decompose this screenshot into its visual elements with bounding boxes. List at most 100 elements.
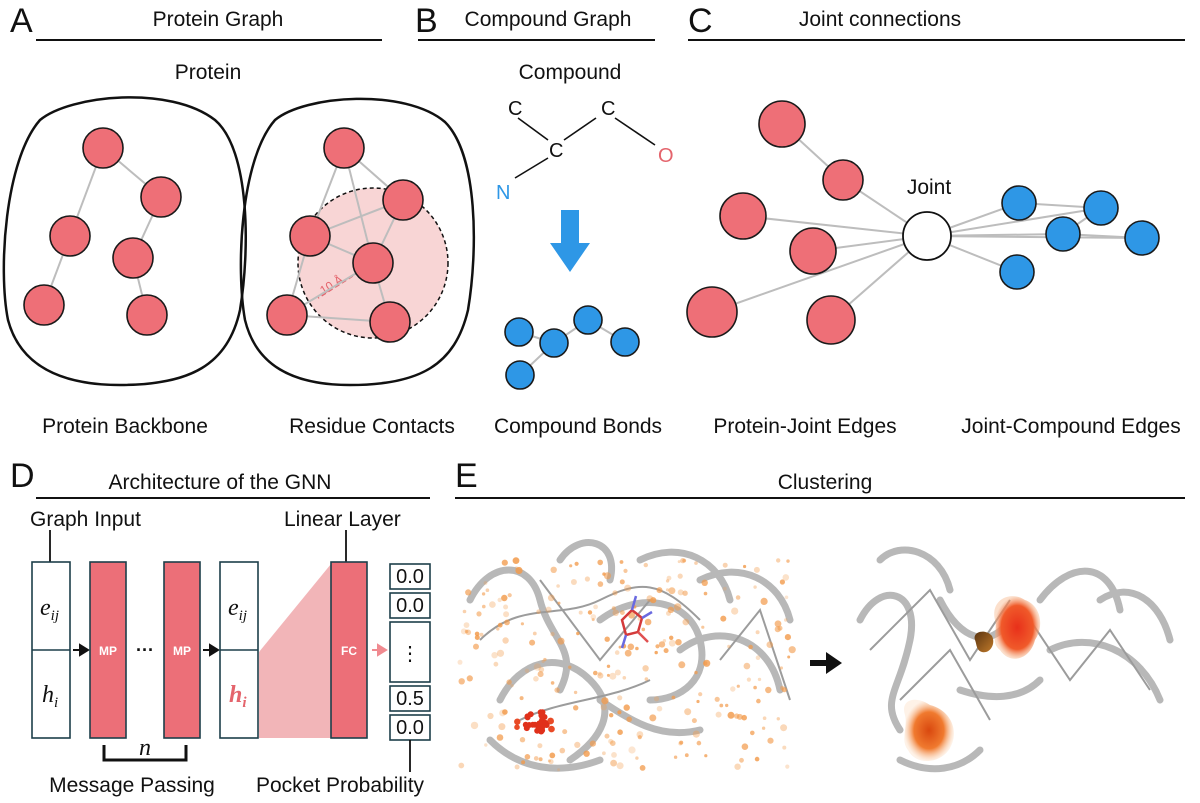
probability-dot [501,559,508,566]
probability-dot [612,609,619,616]
probability-dot [753,585,757,589]
joint-compound-nodes [999,185,1160,290]
probability-dot [550,681,555,685]
probability-dot [684,708,692,716]
panel-d-letter: D [10,457,35,495]
residue-node [126,294,168,336]
residue-node [369,301,411,343]
output-value: 0.5 [396,688,424,710]
probability-dot [779,579,786,585]
probability-dot [750,730,755,736]
mp-block-first [89,561,127,739]
probability-dot [624,584,632,592]
atom-n: N [496,182,510,204]
probability-dot [655,644,660,649]
probability-dot [767,737,774,744]
probability-dot [788,646,796,654]
probability-dot [677,573,683,579]
probability-dot [614,650,620,655]
atom-node [999,254,1035,290]
probability-dot [543,657,547,662]
probability-dot [503,604,509,610]
probability-dot [545,606,552,613]
probability-dot [519,696,524,701]
probability-dot [627,643,635,651]
probability-dot [541,659,545,664]
input-node-feature: hi [42,682,58,711]
probability-dot [739,757,744,763]
probability-dot [573,690,578,695]
probability-dot [512,557,520,564]
probability-dot [735,595,741,600]
probability-dot [538,757,543,762]
probability-dot [694,561,698,565]
probability-dot [743,564,747,569]
pocket-probability-dots [457,557,796,772]
probability-dot [671,695,676,700]
probability-dot [533,663,542,671]
probability-dot [635,756,639,760]
atom-node [1045,216,1081,252]
residue-node [719,192,767,240]
panel-c-letter: C [688,2,713,40]
probability-dot [457,659,463,665]
probability-dot [765,686,772,694]
arrow-icon [372,643,388,657]
probability-dot [677,589,684,596]
probability-dot [590,614,597,620]
probability-dot [644,618,652,626]
residue-node [289,215,331,257]
probability-dot [755,630,760,635]
probability-dot [554,687,560,693]
pocket-cluster-lower [904,699,954,762]
panel-b: B Compound Graph Compound C C C N O [415,2,674,438]
probability-dot [703,591,708,596]
probability-dot [542,719,549,726]
probability-dot [570,579,577,585]
probability-dot [465,589,472,596]
projection-fan [259,564,331,738]
probability-dot [776,558,781,563]
probability-dot [678,741,683,746]
probability-dot [483,581,488,585]
probability-dot [637,735,642,740]
probability-dot [489,601,496,608]
residue-node [789,227,837,275]
probability-dot [606,664,611,668]
probability-dot [474,635,480,640]
atom-o: O [658,145,674,167]
probability-dot [569,564,573,568]
probability-dot [663,648,669,654]
probability-dot [617,710,622,715]
probability-dot [730,686,736,692]
probability-dot [481,592,486,596]
probability-dot [784,618,788,622]
probability-dot [502,637,509,644]
probability-dot [514,724,520,730]
probability-dot [597,581,604,587]
probability-dot [587,610,593,615]
probability-dot [559,747,566,754]
probability-dot [538,666,545,673]
probability-dot [604,636,610,642]
probability-dot [715,711,722,718]
probability-dot [536,609,541,614]
probability-dot [611,606,616,611]
probability-dot [774,626,781,633]
residue-node [686,286,738,338]
probability-dot [743,662,751,670]
down-arrow-icon [550,210,590,272]
probability-dot [785,764,790,769]
repeat-count: n [139,735,151,761]
probability-dot [591,618,595,622]
probability-dot [668,639,676,647]
input-edge-feature: eij [40,595,59,624]
probability-dot [521,760,526,765]
panel-b-letter: B [415,2,438,40]
probability-dot [514,764,520,770]
probability-dot [462,609,467,614]
probability-dot [623,704,630,711]
probability-dot [620,610,625,615]
probability-dot [604,733,610,739]
atom-node [1083,190,1119,226]
